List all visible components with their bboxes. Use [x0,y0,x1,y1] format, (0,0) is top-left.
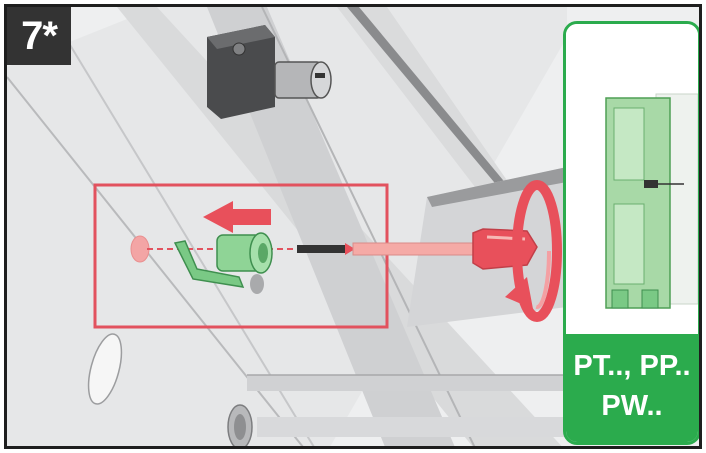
frame-strip-2 [207,7,455,446]
sash-top-edge [427,167,567,207]
model-variant-panel: PT.., PP.. PW.. [563,21,699,445]
bolt-hole-inner [234,414,246,440]
green-bushing [216,232,273,294]
rail-lower [257,417,577,437]
model-label-line2: PW.. [601,390,663,422]
rotate-arrow-icon [505,180,562,322]
step-number-badge: 7* [7,7,71,65]
model-label-line1: PT.., PP.. [573,350,691,382]
oval-slot [87,333,123,405]
green-clip [173,240,245,288]
highlight-box [93,183,389,329]
push-left-arrow-icon [203,201,271,233]
model-label: PT.., PP.. PW.. [566,334,698,442]
illustration-frame: 7* PT.., PP.. PW.. [4,4,702,449]
rail-upper [247,375,567,391]
target-hole [130,235,150,263]
profile-section-icon [566,24,698,344]
cylinder-lock-icon [207,25,332,119]
